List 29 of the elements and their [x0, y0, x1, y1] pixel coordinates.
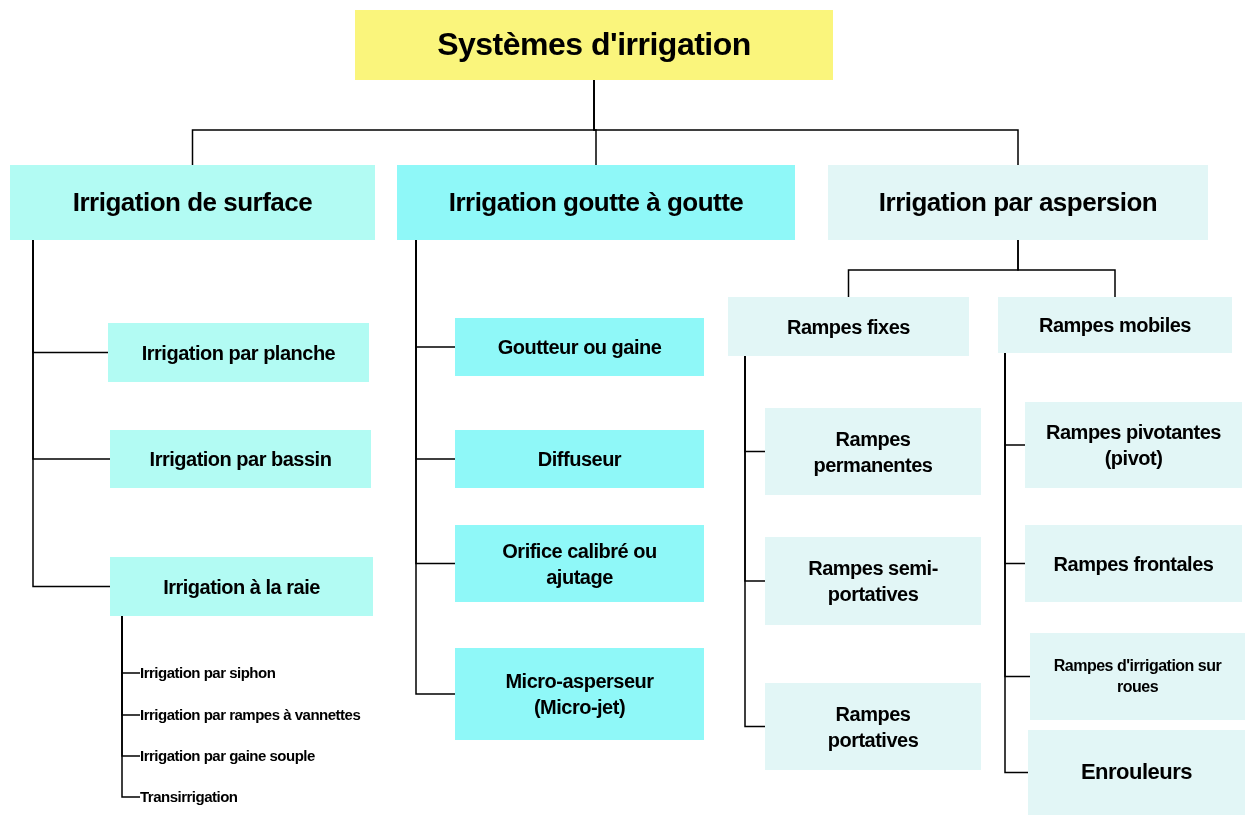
category-box: Rampes semi-portatives	[765, 537, 981, 625]
category-box: Irrigation de surface	[10, 165, 375, 240]
category-box: Irrigation par aspersion	[828, 165, 1208, 240]
connector-line	[744, 355, 766, 728]
category-box: Rampes d'irrigation sur roues	[1030, 633, 1245, 720]
title-box: Systèmes d'irrigation	[355, 10, 833, 80]
category-box: Rampes portatives	[765, 683, 981, 770]
category-box: Rampes permanentes	[765, 408, 981, 495]
category-box: Rampes frontales	[1025, 525, 1242, 602]
connector-line	[32, 239, 111, 588]
connector-line	[121, 615, 141, 798]
node-label: Irrigation par siphon	[140, 662, 400, 684]
category-box: Irrigation par planche	[108, 323, 369, 382]
node-label: Irrigation par gaine souple	[140, 745, 400, 767]
category-box: Irrigation goutte à goutte	[397, 165, 795, 240]
connector-line	[593, 79, 1019, 166]
node-label: Transirrigation	[140, 786, 400, 808]
category-box: Diffuseur	[455, 430, 704, 488]
category-box: Irrigation à la raie	[110, 557, 373, 616]
category-box: Rampes pivotantes (pivot)	[1025, 402, 1242, 488]
category-box: Goutteur ou gaine	[455, 318, 704, 376]
category-box: Enrouleurs	[1028, 730, 1245, 815]
node-label: Irrigation par rampes à vannettes	[140, 704, 430, 726]
category-box: Irrigation par bassin	[110, 430, 371, 488]
category-box: Rampes fixes	[728, 297, 969, 356]
category-box: Rampes mobiles	[998, 297, 1232, 353]
category-box: Micro-asperseur (Micro-jet)	[455, 648, 704, 740]
connector-line	[1017, 239, 1116, 298]
category-box: Orifice calibré ou ajutage	[455, 525, 704, 602]
